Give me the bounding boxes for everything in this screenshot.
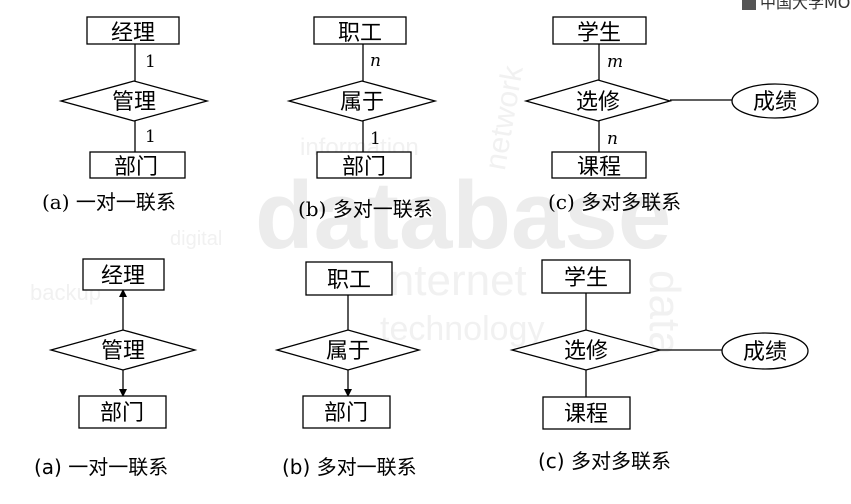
entity-box [541,259,631,294]
relationship-label: 管理 [112,90,156,115]
watermark-word: technology [380,310,544,348]
entity-label: 课程 [564,402,608,427]
watermark-big: database [255,162,671,269]
diagram-caption: (a) 一对一联系 [34,455,168,479]
entity-box [89,151,186,179]
bottom-diagram-b: 职工 属于 部门 (b) 多对一联系 [274,261,422,479]
entity-label: 学生 [564,266,608,291]
relationship-diamond [509,329,663,371]
cardinality-label: 1 [145,127,156,147]
entity-label: 职工 [327,268,371,293]
diagram-caption: (b) 多对一联系 [282,455,417,479]
logo: 中国大学MO [742,0,850,12]
watermark-word: data [640,270,689,356]
relationship-diamond [523,79,673,122]
entity-label: 学生 [577,21,621,46]
relationship-diamond [286,80,438,122]
bottom-diagram-a: 经理 管理 部门 (a) 一对一联系 [34,258,198,479]
entity-box [316,151,412,179]
entity-box [82,258,165,291]
entity-label: 经理 [101,264,145,289]
entity-box [86,16,180,45]
entity-box [78,395,167,429]
logo-text: 中国大学MO [760,0,850,12]
attribute-ellipse [721,332,809,370]
watermark-word: network [479,62,530,172]
relationship-diamond [274,329,422,371]
relationship-diamond [58,80,210,122]
cardinality-label: 1 [370,129,381,149]
cardinality-label: m [607,52,623,72]
watermark-word: digital [170,228,222,250]
relationship-label: 选修 [564,339,608,364]
relationship-label: 选修 [576,90,620,115]
cardinality-label: n [370,51,381,71]
top-diagram-a: 经理 管理 部门 1 1 (a) 一对一联系 [42,16,210,214]
diagram-caption: (b) 多对一联系 [298,197,433,221]
entity-label: 课程 [577,155,621,180]
entity-box [552,16,647,45]
relationship-label: 管理 [101,339,145,364]
entity-box [313,16,407,45]
cardinality-label: n [607,129,618,149]
watermark-word: internet [380,256,527,305]
diagram-caption: (a) 一对一联系 [42,190,176,214]
diagram-caption: (c) 多对多联系 [548,190,681,214]
top-diagram-b: 职工 属于 部门 n 1 (b) 多对一联系 [286,16,438,221]
attribute-ellipse [731,83,819,119]
entity-label: 职工 [338,21,382,46]
attribute-label: 成绩 [743,340,787,365]
entity-label: 经理 [111,21,155,46]
cardinality-label: 1 [145,52,156,72]
entity-label: 部门 [342,155,386,180]
entity-label: 部门 [114,155,158,180]
entity-box [302,395,391,429]
entity-label: 部门 [100,401,144,426]
relationship-diamond [48,329,198,371]
logo-icon [742,0,756,10]
entity-label: 部门 [324,401,368,426]
entity-box [551,151,647,179]
relationship-label: 属于 [340,90,384,115]
diagram-caption: (c) 多对多联系 [538,449,671,473]
bottom-diagram-c: 学生 选修 课程 成绩 (c) 多对多联系 [509,259,809,473]
attribute-label: 成绩 [753,90,797,115]
relationship-label: 属于 [326,339,370,364]
entity-box [542,396,631,430]
entity-box [305,261,393,296]
top-diagram-c: 学生 选修 课程 成绩 m n (c) 多对多联系 [523,16,819,214]
